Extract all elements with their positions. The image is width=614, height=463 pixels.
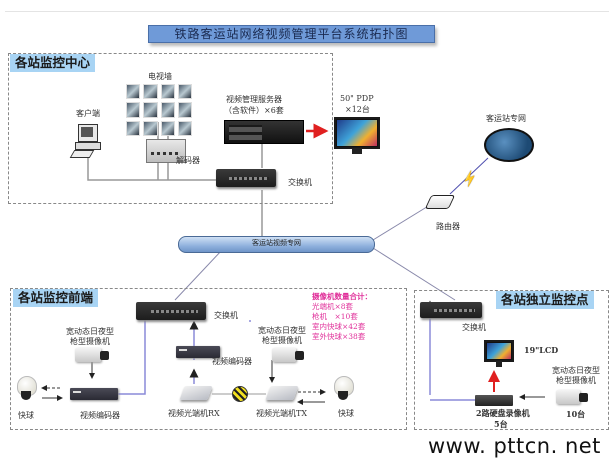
box-camera-right — [272, 348, 304, 362]
fiber-tx-label: 视频光端机TX — [256, 409, 308, 418]
fiber-transceiver-rx — [179, 386, 213, 400]
top-divider — [5, 11, 609, 12]
server-qty-label: （含软件）×6套 — [224, 106, 284, 115]
tv-wall — [126, 84, 192, 136]
camera-left-label-1: 宽动态日夜型 — [66, 327, 114, 336]
tv-wall-label: 电视墙 — [148, 72, 172, 81]
region-monitoring-center — [8, 53, 333, 204]
client-pc-icon — [69, 124, 102, 158]
dome-left-label: 快球 — [18, 411, 34, 420]
dvr-qty-label: 5台 — [494, 419, 508, 429]
center-switch-label: 交换机 — [288, 178, 312, 187]
summary-line: 枪机 ×10套 — [312, 312, 358, 321]
decoder-device — [146, 139, 186, 163]
pdp-qty-label: ×12台 — [345, 105, 370, 114]
fiber-rx-label: 视频光端机RX — [168, 409, 220, 418]
dvr-label: 2路硬盘录像机 — [476, 408, 530, 418]
center-switch — [216, 169, 276, 187]
client-label: 客户端 — [76, 109, 100, 118]
independent-switch — [420, 302, 482, 318]
fiber-transceiver-tx — [265, 386, 299, 400]
center-links — [87, 122, 263, 236]
camera-left-label-2: 枪型摄像机 — [70, 337, 110, 346]
cloud-label: 客运站专网 — [486, 114, 526, 123]
dome-camera-right — [334, 376, 354, 402]
server-label: 视频管理服务器 — [226, 95, 282, 104]
frontend-switch — [136, 302, 206, 320]
dome-right-label: 快球 — [338, 409, 354, 418]
independent-box-camera — [556, 390, 588, 404]
video-encoder-left — [70, 388, 118, 400]
independent-camera-qty: 10台 — [566, 409, 586, 419]
lcd-label: 19"LCD — [524, 345, 559, 355]
independent-camera-label-1: 宽动态日夜型 — [552, 366, 600, 375]
diagram-title: 铁路客运站网络视频管理平台系统拓扑图 — [148, 25, 435, 43]
dvr-device — [475, 395, 513, 406]
independent-camera-label-2: 枪型摄像机 — [556, 376, 596, 385]
region-title-center: 各站监控中心 — [10, 54, 96, 72]
decoder-label: 解码器 — [176, 156, 200, 165]
router-label: 路由器 — [436, 222, 460, 231]
summary-line: 室内快球×42套 — [312, 322, 366, 331]
summary-line: 光端机×8套 — [312, 302, 354, 311]
watermark: www. pttcn. net — [428, 434, 601, 458]
pdp-monitor — [334, 117, 380, 154]
encoder-mid-label: 视频编码器 — [212, 357, 252, 366]
encoder-left-label: 视频编码器 — [80, 411, 120, 420]
region-title-frontend: 各站监控前端 — [13, 289, 99, 307]
camera-right-label-1: 宽动态日夜型 — [258, 326, 306, 335]
frontend-switch-label: 交换机 — [214, 311, 238, 320]
video-encoder-mid — [176, 346, 220, 358]
box-camera-left — [75, 348, 109, 362]
region-frontend — [10, 288, 407, 430]
camera-right-label-2: 枪型摄像机 — [262, 336, 302, 345]
backbone-label: 客运站视频专网 — [252, 239, 301, 247]
independent-switch-label: 交换机 — [462, 323, 486, 332]
summary-line: 室外快球×38套 — [312, 332, 366, 341]
pdp-label: 50" PDP — [340, 94, 374, 103]
private-network-cloud-icon — [484, 128, 534, 162]
video-management-server — [224, 120, 304, 144]
lcd-monitor — [484, 340, 514, 367]
dome-camera-left — [17, 376, 37, 402]
summary-heading: 摄像机数量合计： — [312, 292, 372, 301]
video-backbone-network: 客运站视频专网 — [178, 236, 375, 253]
region-independent — [414, 290, 609, 430]
fiber-link-icon — [232, 386, 248, 402]
region-title-independent: 各站独立监控点 — [496, 291, 594, 309]
